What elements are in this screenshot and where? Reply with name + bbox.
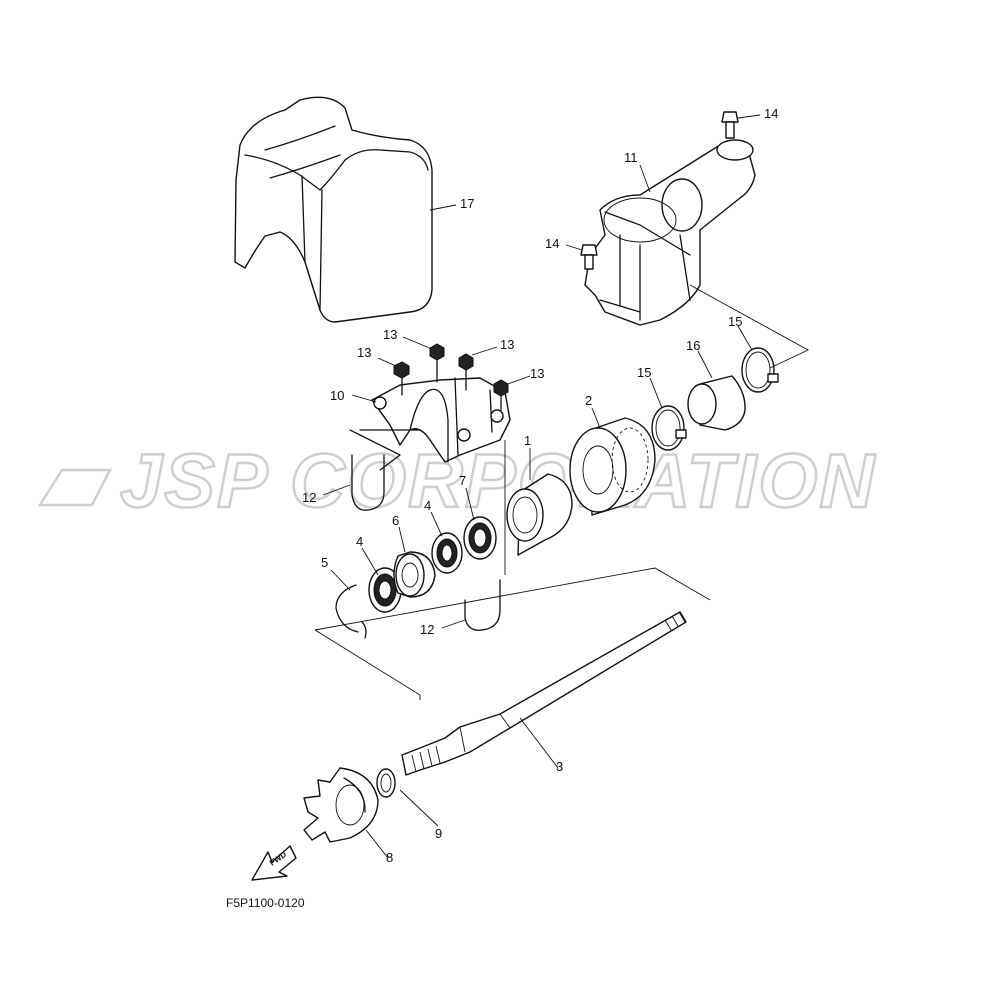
part-12-u-bolt-lower[interactable] bbox=[464, 579, 501, 631]
part-4-oil-seal-left[interactable] bbox=[368, 567, 402, 613]
callout-3: 3 bbox=[556, 759, 563, 774]
watermark: JSP CORPORATION bbox=[37, 438, 876, 525]
callout-12-lower: 12 bbox=[420, 622, 434, 637]
part-6-bearing[interactable] bbox=[393, 551, 436, 598]
callout-1: 1 bbox=[524, 433, 531, 448]
callout-9: 9 bbox=[435, 826, 442, 841]
leader-lines bbox=[322, 114, 761, 859]
callout-labels: 1 2 3 4 4 5 6 7 8 9 10 11 12 12 13 13 13… bbox=[302, 106, 778, 865]
part-9-washer[interactable] bbox=[376, 768, 396, 798]
callout-8: 8 bbox=[386, 850, 393, 865]
part-15-clamp-left[interactable] bbox=[651, 405, 687, 451]
callout-14-side: 14 bbox=[545, 236, 559, 251]
callout-4-left: 4 bbox=[356, 534, 363, 549]
callout-15-left: 15 bbox=[637, 365, 651, 380]
callout-15-right: 15 bbox=[728, 314, 742, 329]
watermark-logo-mark bbox=[37, 468, 113, 507]
part-11-housing[interactable] bbox=[584, 139, 756, 326]
callout-12-upper: 12 bbox=[302, 490, 316, 505]
callout-13-d: 13 bbox=[530, 366, 544, 381]
part-16-hose[interactable] bbox=[687, 375, 746, 431]
callout-10: 10 bbox=[330, 388, 344, 403]
part-14-bolt-top[interactable] bbox=[721, 111, 739, 139]
callout-2: 2 bbox=[585, 393, 592, 408]
part-8-coupling[interactable] bbox=[303, 767, 379, 843]
part-2-damper[interactable] bbox=[569, 417, 656, 516]
part-15-clamp-right[interactable] bbox=[741, 347, 779, 393]
callout-13-a: 13 bbox=[357, 345, 371, 360]
part-13-nuts[interactable] bbox=[393, 343, 509, 411]
part-4-oil-seal-right[interactable] bbox=[431, 532, 463, 574]
part-14-bolt-side[interactable] bbox=[580, 244, 598, 270]
diagram-code: F5P1100-0120 bbox=[226, 896, 305, 910]
part-5-circlip[interactable] bbox=[335, 584, 367, 639]
part-3-drive-shaft[interactable] bbox=[401, 611, 687, 776]
callout-13-c: 13 bbox=[500, 337, 514, 352]
callout-17: 17 bbox=[460, 196, 474, 211]
callout-11: 11 bbox=[624, 150, 638, 165]
callout-14-top: 14 bbox=[764, 106, 778, 121]
fwd-arrow: FWD bbox=[251, 845, 297, 881]
callout-4-right: 4 bbox=[424, 498, 431, 513]
callout-5: 5 bbox=[321, 555, 328, 570]
part-17-cover[interactable] bbox=[234, 96, 433, 323]
callout-13-b: 13 bbox=[383, 327, 397, 342]
part-12-u-bolt-upper[interactable] bbox=[349, 429, 421, 511]
part-7-oil-seal[interactable] bbox=[463, 516, 497, 560]
callout-7: 7 bbox=[459, 473, 466, 488]
callout-16: 16 bbox=[686, 338, 700, 353]
assembly-lines bbox=[314, 284, 809, 700]
callout-6: 6 bbox=[392, 513, 399, 528]
part-1-sleeve[interactable] bbox=[506, 473, 573, 556]
watermark-text: JSP CORPORATION bbox=[120, 439, 876, 524]
